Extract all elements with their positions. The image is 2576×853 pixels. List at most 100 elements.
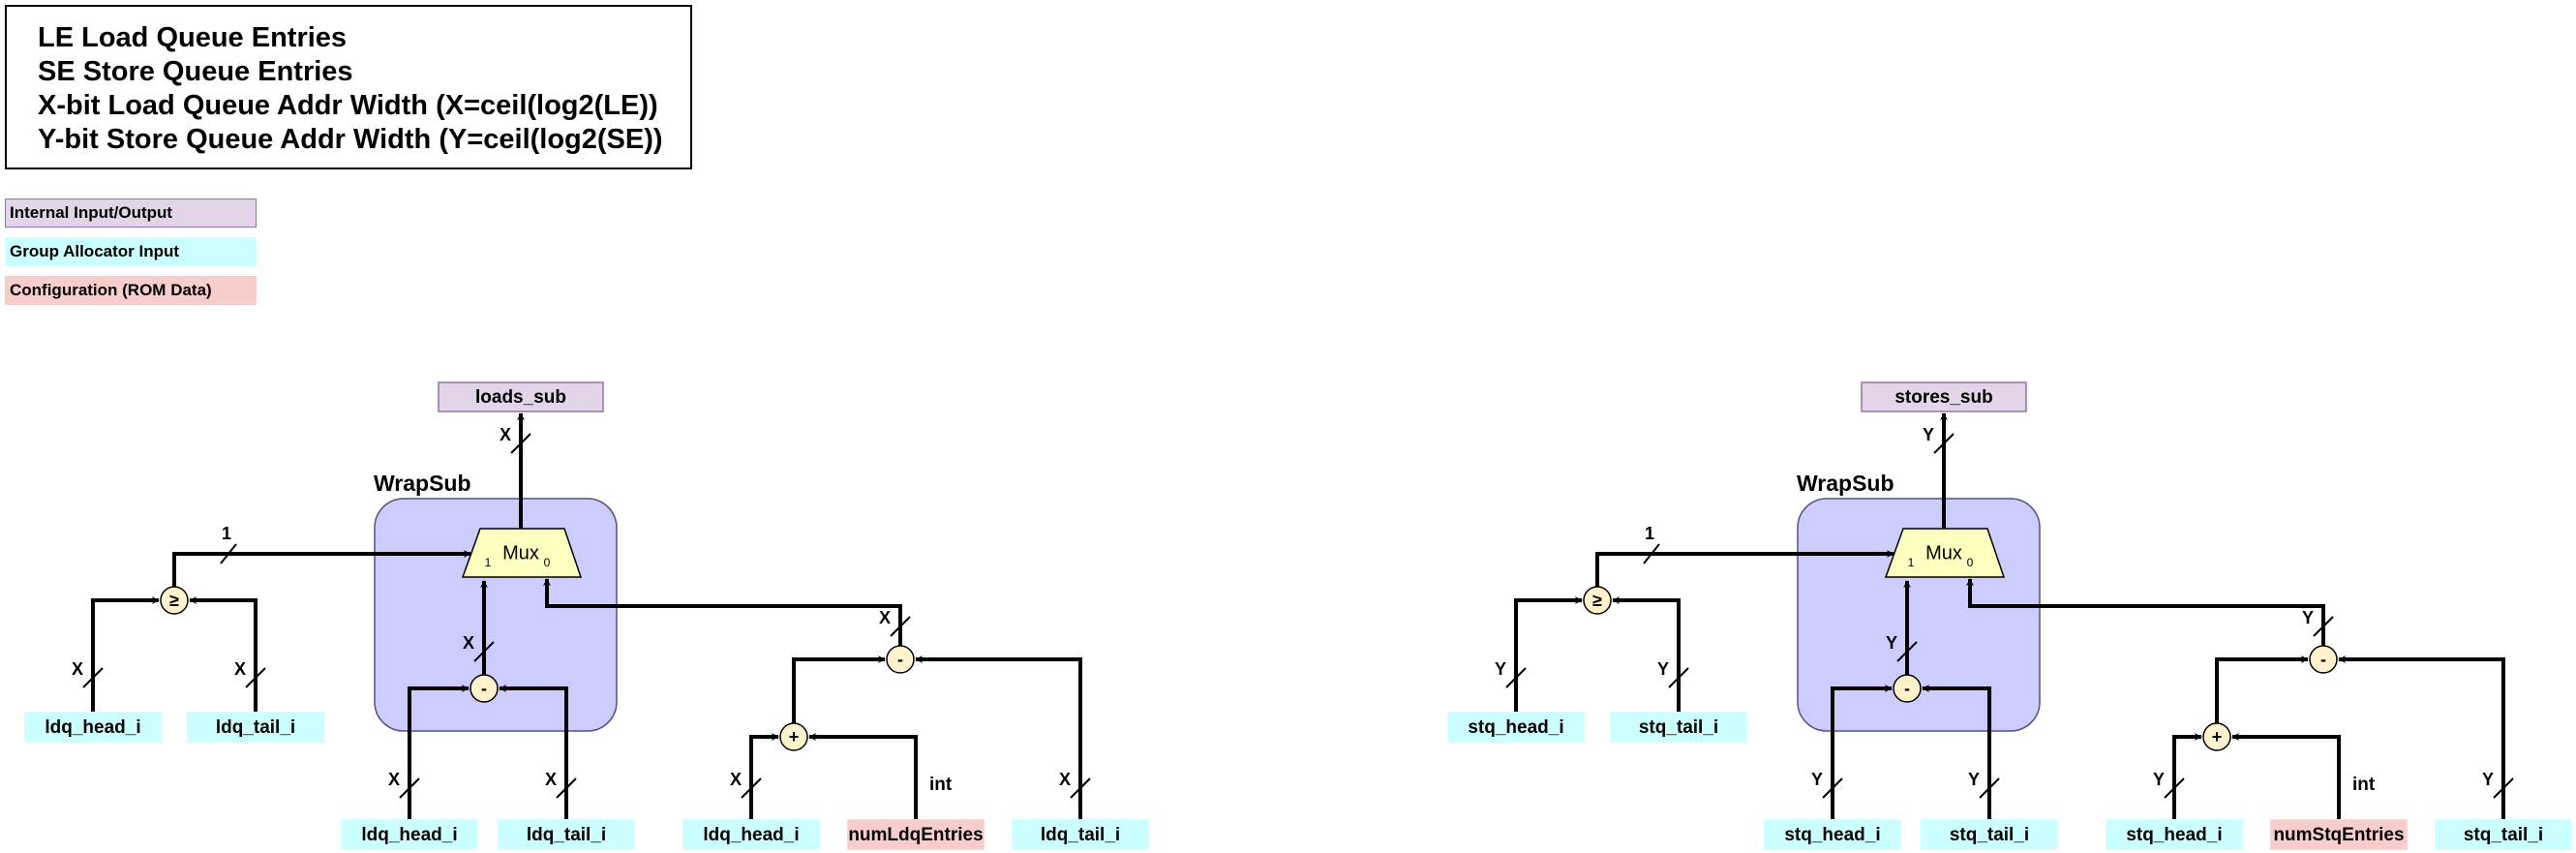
load-outer-subtract-symbol: - <box>897 650 903 669</box>
store-add-input-box <box>2106 819 2243 850</box>
load-output-width-label: X <box>500 425 511 444</box>
load-add-input: ldq_head_i <box>703 825 799 845</box>
store-cmp-input-right-box <box>1610 712 1747 743</box>
load-sub-input-left: ldq_head_i <box>361 825 457 845</box>
load-outer-sub-out-bus-mark <box>890 616 911 637</box>
load-config-input-box <box>847 819 985 850</box>
store-add-left-width-label: Y <box>2153 770 2165 789</box>
store-inner-subtract-symbol: - <box>1904 679 1910 698</box>
store-sub-input-left-box <box>1764 819 1901 850</box>
store-outer-subtract-node <box>2309 645 2338 674</box>
store-select-width-label: 1 <box>1645 524 1654 543</box>
load-int-label: int <box>929 775 953 795</box>
store-outer-tail-width-label: Y <box>2482 770 2494 789</box>
load-cmp-left-wire <box>91 596 160 712</box>
load-config-input: numLdqEntries <box>848 825 983 845</box>
store-add-symbol: + <box>2212 727 2223 746</box>
load-output-bus-mark <box>510 433 531 454</box>
store-cmp-input-left-box <box>1447 712 1585 743</box>
load-output-port: loads_sub <box>475 387 566 408</box>
load-inner-sub-right-wire <box>499 685 568 819</box>
load-inner-subtract-node <box>470 674 499 703</box>
load-wrapsub-title: WrapSub <box>374 471 471 496</box>
load-add-node <box>779 722 808 751</box>
load-cmp-input-left: ldq_head_i <box>45 717 140 738</box>
store-cmp-right-width-label: Y <box>1657 659 1669 679</box>
load-sub-input-right: ldq_tail_i <box>527 825 606 845</box>
load-mux-label: Mux <box>502 542 539 564</box>
store-tail-input: stq_tail_i <box>2464 825 2543 845</box>
load-output-port-box <box>438 381 604 412</box>
info-line-x: X-bit Load Queue Addr Width (X=ceil(log2… <box>38 90 658 121</box>
store-config-input-box <box>2270 819 2408 850</box>
load-sub-input-left-box <box>341 819 478 850</box>
store-inner-sub-right-width-label: Y <box>1968 770 1980 789</box>
load-add-out-wire <box>792 655 886 723</box>
store-sub-input-right: stq_tail_i <box>1950 825 2029 845</box>
load-mux <box>461 528 583 578</box>
store-add-right-wire <box>2231 733 2341 819</box>
store-inner-sub-out-bus-mark <box>1896 641 1918 662</box>
store-cmp-left-bus-mark <box>1505 667 1527 688</box>
store-select-bus-mark <box>1643 543 1660 564</box>
store-inner-sub-left-width-label: Y <box>1811 770 1823 789</box>
store-mux-label: Mux <box>1925 542 1962 564</box>
store-add-left-bus-mark <box>2164 777 2185 799</box>
store-compare-symbol: ≥ <box>1592 591 1602 610</box>
store-add-node <box>2202 722 2231 751</box>
store-output-port: stores_sub <box>1894 387 1992 408</box>
store-cmp-input-left: stq_head_i <box>1468 717 1563 738</box>
load-mux-in0-label: 0 <box>544 556 551 569</box>
store-cmp-input-right: stq_tail_i <box>1639 717 1718 738</box>
store-inner-sub-left-bus-mark <box>1822 777 1843 799</box>
store-inner-sub-out-width-label: Y <box>1886 633 1897 653</box>
load-select-bus-mark <box>220 543 237 564</box>
load-outer-tail-bus-mark <box>1070 777 1091 799</box>
load-tail-input-box <box>1012 819 1149 850</box>
info-line-le: LE Load Queue Entries <box>38 22 348 53</box>
store-cmp-left-wire <box>1514 596 1583 712</box>
store-outer-sub-out-width-label: Y <box>2302 608 2314 627</box>
store-wrapsub-title: WrapSub <box>1797 471 1894 496</box>
store-mux-in0-label: 0 <box>1967 556 1974 569</box>
load-inner-sub-right-width-label: X <box>545 770 557 789</box>
load-inner-sub-left-bus-mark <box>399 777 420 799</box>
store-outer-sub-right-wire <box>2338 655 2505 819</box>
load-cmp-input-right-box <box>187 712 324 743</box>
load-add-symbol: + <box>789 727 800 746</box>
load-outer-tail-width-label: X <box>1059 770 1071 789</box>
store-outer-subtract-symbol: - <box>2320 650 2326 669</box>
load-sub-input-right-box <box>498 819 635 850</box>
load-cmp-right-width-label: X <box>234 659 246 679</box>
load-add-right-wire <box>808 733 918 819</box>
store-add-input: stq_head_i <box>2126 825 2222 845</box>
store-output-bus-mark <box>1933 433 1955 454</box>
store-int-label: int <box>2352 775 2376 795</box>
load-cmp-right-wire <box>189 596 258 712</box>
store-sub-input-right-box <box>1921 819 2058 850</box>
store-add-left-wire <box>2172 733 2202 819</box>
store-cmp-right-wire <box>1612 596 1681 712</box>
store-cmp-left-width-label: Y <box>1495 659 1506 679</box>
load-cmp-right-bus-mark <box>245 667 266 688</box>
load-select-wire <box>172 550 471 587</box>
load-cmp-input-left-box <box>24 712 162 743</box>
store-inner-subtract-node <box>1893 674 1922 703</box>
load-inner-sub-left-wire <box>408 685 470 819</box>
parameter-info-box: LE Load Queue Entries SE Store Queue Ent… <box>5 5 692 169</box>
legend-configuration-rom: Configuration (ROM Data) <box>5 276 257 305</box>
load-add-left-wire <box>749 733 779 819</box>
store-output-width-label: Y <box>1923 425 1934 444</box>
store-cmp-right-bus-mark <box>1668 667 1689 688</box>
store-mux <box>1884 528 2006 578</box>
info-line-se: SE Store Queue Entries <box>38 56 353 87</box>
load-inner-sub-out-width-label: X <box>463 633 474 653</box>
store-sub-input-left: stq_head_i <box>1784 825 1880 845</box>
load-cmp-left-bus-mark <box>82 667 104 688</box>
store-inner-sub-left-wire <box>1831 685 1893 819</box>
load-add-left-width-label: X <box>730 770 742 789</box>
store-inner-sub-right-bus-mark <box>1979 777 2000 799</box>
